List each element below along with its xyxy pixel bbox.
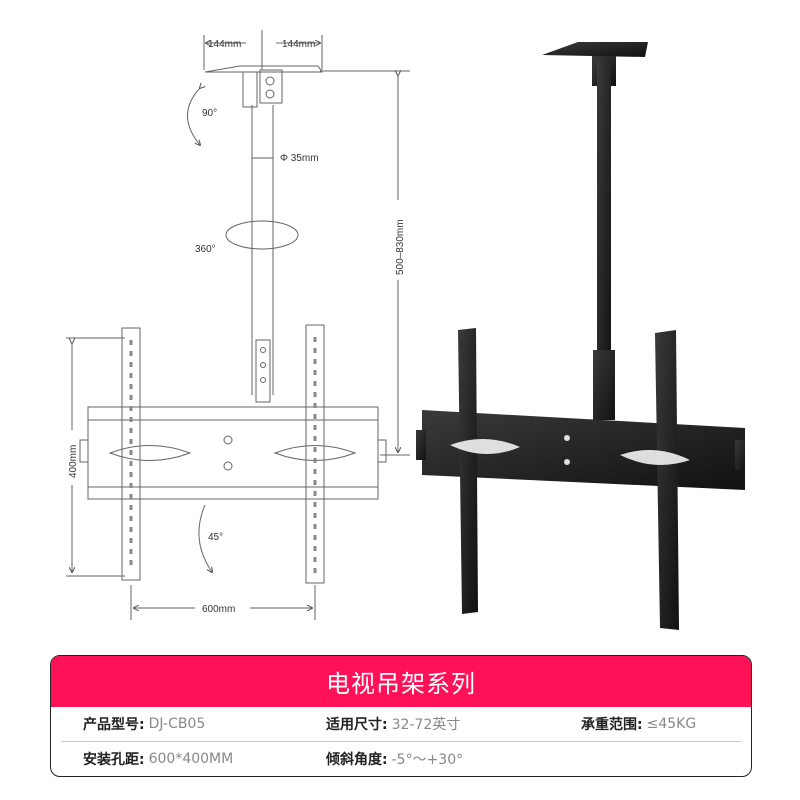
spec-label: 产品型号:: [83, 717, 145, 733]
spec-label: 安装孔距:: [83, 752, 145, 768]
tilt-top-label: 90°: [202, 108, 217, 119]
spec-label: 适用尺寸:: [326, 717, 388, 733]
rotation-label: 360°: [195, 244, 216, 255]
dim-plate-left: 144mm: [208, 39, 241, 50]
spec-value: ≤45KG: [646, 716, 697, 732]
vesa-width-label: 600mm: [202, 604, 235, 615]
dim-plate-right: 144mm: [282, 39, 315, 50]
technical-drawing: [66, 30, 410, 620]
height-range-label: 500–830mm: [395, 219, 406, 275]
product-illustration: 144mm 144mm 90° Φ 35mm 360° 500–830mm 40…: [66, 30, 745, 630]
vesa-height-label: 400mm: [68, 445, 79, 478]
spec-label: 倾斜角度:: [326, 752, 388, 768]
spec-value: DJ-CB05: [148, 716, 206, 732]
spec-size: 适用尺寸:32-72英寸: [326, 714, 460, 734]
spec-hole-spacing: 安装孔距:600*400MM: [83, 749, 233, 769]
tilt-bottom-label: 45°: [208, 532, 223, 543]
spec-title: 电视吊架系列: [51, 656, 751, 707]
pole-diameter-label: Φ 35mm: [280, 153, 319, 164]
spec-table: 电视吊架系列 产品型号:DJ-CB05 适用尺寸:32-72英寸 承重范围:≤4…: [50, 655, 752, 777]
spec-value: 600*400MM: [148, 751, 234, 767]
product-photo: [416, 42, 745, 630]
spec-label: 承重范围:: [581, 717, 643, 733]
spec-row: 产品型号:DJ-CB05 适用尺寸:32-72英寸 承重范围:≤45KG: [61, 707, 741, 742]
spec-value: 32-72英寸: [391, 717, 461, 733]
spec-load: 承重范围:≤45KG: [581, 714, 696, 734]
spec-value: -5°～+30°: [391, 752, 464, 768]
spec-row: 安装孔距:600*400MM 倾斜角度:-5°～+30°: [61, 742, 741, 776]
spec-tilt: 倾斜角度:-5°～+30°: [326, 749, 463, 769]
spec-model: 产品型号:DJ-CB05: [83, 714, 205, 734]
